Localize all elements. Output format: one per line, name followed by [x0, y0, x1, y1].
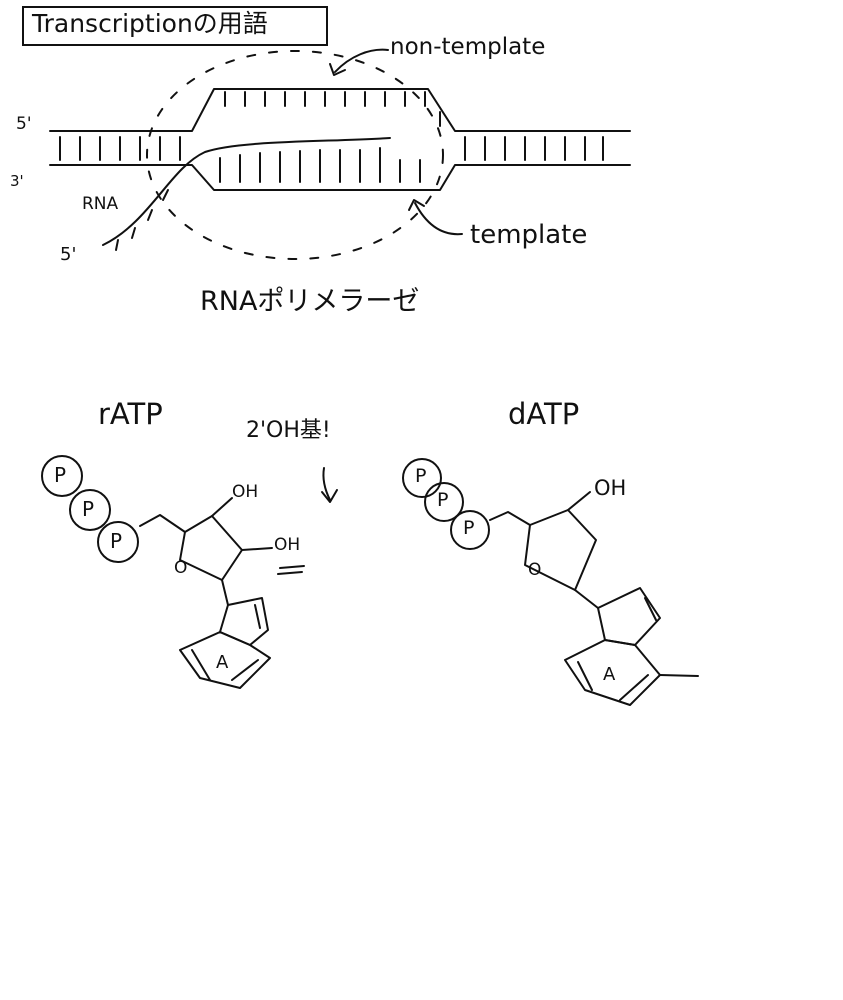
ratp-base-five-ring: [219, 597, 269, 646]
page-title: Transcriptionの用語: [32, 9, 268, 38]
datp-base-label: A: [603, 664, 616, 685]
hybrid-ticks: [219, 147, 421, 183]
datp-phosphate-2: P: [437, 489, 449, 511]
ratp-note-arrowhead: [321, 489, 338, 503]
datp-structure: [402, 458, 699, 706]
datp-3oh-label: OH: [594, 476, 627, 500]
ratp-3oh-label: OH: [232, 482, 259, 502]
datp-5prime-bond: [489, 511, 531, 526]
ratp-5prime-bond: [139, 514, 186, 533]
five-prime-top-label: 5': [16, 114, 32, 134]
duplex-ticks-right: [464, 136, 604, 161]
duplex-ticks-left: [59, 136, 181, 161]
ratp-title: rATP: [98, 397, 163, 431]
datp-sugar-ring: [524, 509, 597, 591]
rna-polymerase-outline: [146, 50, 444, 260]
ratp-phosphate-circles: [41, 455, 139, 563]
ratp-phosphate-2: P: [82, 497, 95, 521]
ratp-2oh-note: 2'OH基!: [246, 418, 331, 443]
datp-base-double-bond: [644, 597, 657, 621]
datp-base-five-ring: [597, 587, 661, 646]
ratp-2oh-label: OH: [274, 535, 301, 555]
ratp-base-double-bond: [254, 604, 261, 629]
rna-polymerase-label: RNAポリメラーゼ: [200, 286, 420, 317]
template-arrowhead: [408, 199, 425, 211]
datp-title: dATP: [508, 397, 580, 431]
ratp-phosphate-3: P: [110, 529, 123, 553]
template-strand: [49, 164, 631, 191]
non-template-arrowhead: [329, 63, 346, 76]
three-prime-label: 3': [10, 172, 24, 190]
ratp-glycosidic-bond: [221, 579, 229, 606]
datp-phosphate-3: P: [463, 517, 475, 539]
ratp-2oh-bond: [241, 547, 273, 551]
non-template-label: non-template: [390, 34, 546, 60]
ratp-sugar-ring: [179, 515, 243, 581]
rna-transcript: [102, 137, 391, 246]
template-arrow-line: [414, 202, 463, 236]
rna-tail-ticks: [115, 189, 169, 251]
datp-phosphate-1: P: [415, 465, 427, 487]
ratp-ring-oxygen: O: [174, 558, 188, 578]
ratp-base-label: A: [216, 652, 229, 673]
ratp-structure: [41, 455, 338, 689]
ratp-base-inner-bonds: [191, 649, 259, 681]
ratp-base-six-ring: [179, 631, 271, 689]
datp-phosphate-circles: [402, 458, 490, 550]
datp-ring-oxygen: O: [528, 560, 542, 580]
ratp-note-arrow-line: [322, 467, 331, 501]
datp-3oh-bond: [567, 491, 591, 511]
title-box: [22, 6, 328, 46]
ratp-2oh-underline: [277, 565, 305, 575]
non-template-arrow-line: [334, 48, 389, 73]
datp-base-inner-bonds: [577, 661, 649, 701]
ratp-phosphate-1: P: [54, 463, 67, 487]
template-label: template: [470, 220, 588, 250]
non-template-ticks: [224, 91, 441, 127]
non-template-strand: [49, 88, 631, 132]
rna-label: RNA: [82, 194, 119, 214]
ratp-3oh-bond: [211, 497, 233, 517]
transcription-bubble-diagram: [49, 48, 631, 260]
datp-base-substituent: [659, 674, 699, 677]
datp-base-six-ring: [564, 639, 661, 706]
datp-glycosidic-bond: [574, 589, 599, 609]
five-prime-bottom-label: 5': [60, 244, 77, 265]
